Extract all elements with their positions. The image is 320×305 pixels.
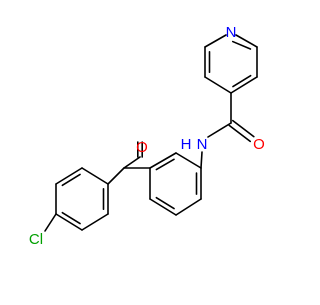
ring3-double-b bbox=[61, 211, 81, 225]
bond-to-chlorine bbox=[44, 213, 57, 232]
atom-label-layer: N N H O O Cl bbox=[29, 24, 265, 248]
ring2-double-c bbox=[155, 158, 175, 171]
ring2-double-b bbox=[155, 196, 175, 210]
ring2-bond-2 bbox=[175, 198, 202, 216]
ring3-bond-6 bbox=[81, 167, 109, 185]
ring2-bond-3 bbox=[149, 198, 177, 216]
ring3-bond-5 bbox=[55, 167, 83, 185]
amide-c-o-double-2 bbox=[228, 124, 251, 143]
structure-canvas: N N H O O Cl bbox=[0, 0, 300, 300]
diagram-background bbox=[0, 0, 300, 300]
pyridine-bond-c4-c5 bbox=[204, 76, 232, 94]
pyridine-bond-c3-c4 bbox=[230, 76, 258, 94]
ketone-oxygen-label: O bbox=[136, 139, 148, 156]
amide-oxygen-label: O bbox=[253, 136, 265, 153]
pyridine-double-b bbox=[232, 74, 252, 88]
molecule-diagram: N N H O O Cl bbox=[0, 0, 300, 300]
pyridine-nitrogen-label: N bbox=[226, 24, 237, 41]
ring3-bond-3 bbox=[55, 213, 83, 231]
amide-c-o-double-1 bbox=[232, 119, 255, 138]
pyridine-bond-c6-n bbox=[204, 34, 227, 48]
bond-layer bbox=[44, 34, 258, 232]
amide-hydrogen-label: H bbox=[181, 136, 192, 153]
ketone-to-ring3 bbox=[107, 167, 125, 185]
ring3-double-c bbox=[61, 173, 81, 187]
chlorine-label: Cl bbox=[29, 231, 43, 248]
amide-c-n bbox=[207, 122, 232, 138]
ring2-bond-5 bbox=[149, 152, 177, 169]
pyridine-bond-n-c2 bbox=[235, 34, 258, 48]
amide-n-to-ring bbox=[200, 151, 203, 169]
pyridine-double-a bbox=[231, 40, 252, 50]
ketone-c-to-o-stub bbox=[123, 156, 141, 169]
ring3-bond-2 bbox=[81, 213, 109, 231]
amide-nitrogen-label: N bbox=[197, 136, 208, 153]
ring2-bond-6 bbox=[175, 152, 202, 169]
